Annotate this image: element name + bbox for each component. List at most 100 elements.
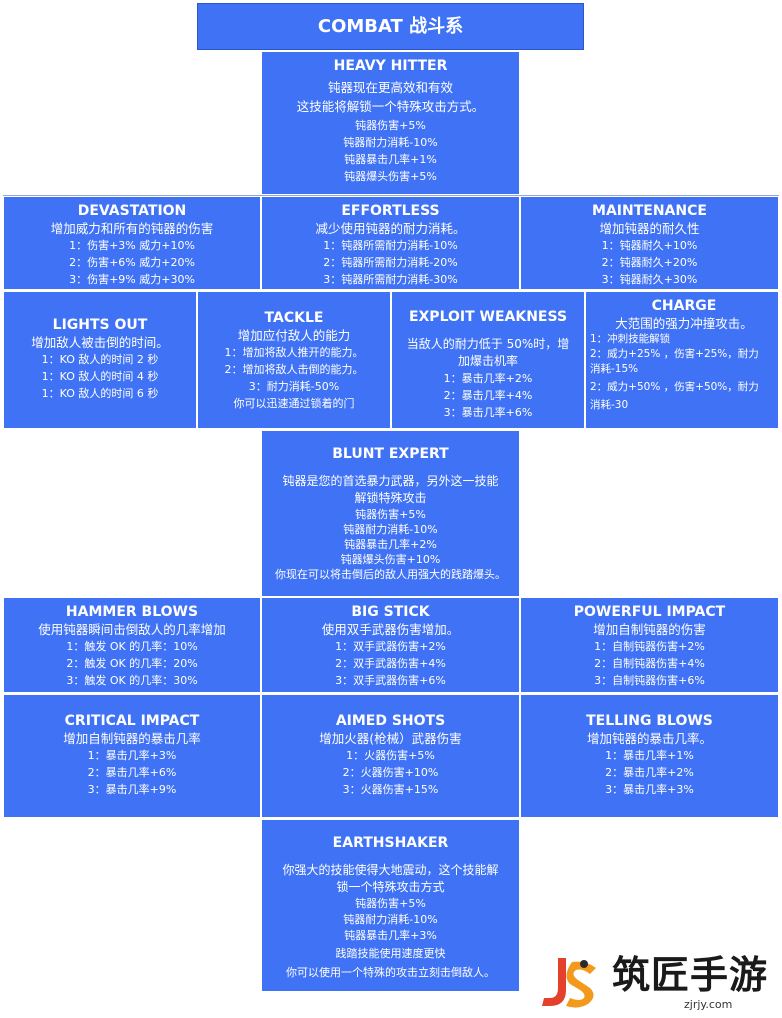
- skill-line: 1：自制钝器伤害+2%: [594, 640, 705, 653]
- skill-line: 消耗-30: [590, 399, 629, 411]
- skill-line: 钝器耐力消耗-10%: [343, 913, 438, 926]
- skill-line: 3：自制钝器伤害+6%: [594, 674, 705, 687]
- skill-desc: 增加威力和所有的钝器的伤害: [50, 221, 214, 236]
- skill-line: 2：暴击几率+4%: [443, 389, 533, 402]
- skill-line: 钝器爆头伤害+5%: [344, 170, 437, 183]
- skill-name: EARTHSHAKER: [332, 835, 449, 851]
- skill-lights-out: LIGHTS OUT 增加敌人被击倒的时间。 1：KO 敌人的时间 2 秒 1：…: [4, 292, 196, 428]
- skill-desc: 使用双手武器伤害增加。: [321, 622, 460, 637]
- skill-desc: 增加自制钝器的伤害: [593, 622, 706, 637]
- skill-desc: 当敌人的耐力低于 50%时，增: [406, 337, 570, 351]
- skill-name: CRITICAL IMPACT: [64, 713, 200, 729]
- skill-line: 3：耐力消耗-50%: [248, 380, 340, 393]
- skill-name: LIGHTS OUT: [52, 317, 148, 333]
- skill-line: 3：触发 OK 的几率：30%: [66, 674, 198, 687]
- skill-line: 2：伤害+6% 威力+20%: [69, 256, 195, 269]
- skill-desc: 锁一个特殊攻击方式: [336, 880, 445, 894]
- skill-devastation: DEVASTATION 增加威力和所有的钝器的伤害 1：伤害+3% 威力+10%…: [4, 197, 260, 289]
- skill-line: 3：火器伤害+15%: [342, 783, 439, 796]
- skill-line: 践踏技能使用速度更快: [335, 947, 446, 960]
- skill-line: 消耗-15%: [590, 363, 639, 375]
- skill-line: 钝器伤害+5%: [355, 119, 426, 132]
- skill-maintenance: MAINTENANCE 增加钝器的耐久性 1：钝器耐久+10% 2：钝器耐久+2…: [521, 197, 778, 289]
- skill-hammer-blows: HAMMER BLOWS 使用钝器瞬间击倒敌人的几率增加 1：触发 OK 的几率…: [4, 598, 260, 692]
- skill-line: 1：伤害+3% 威力+10%: [69, 239, 195, 252]
- skill-line: 3：暴击几率+3%: [605, 783, 694, 796]
- skill-name: MAINTENANCE: [592, 203, 707, 219]
- watermark-name: 筑匠手游: [612, 952, 769, 997]
- skill-line: 1：火器伤害+5%: [346, 749, 435, 762]
- skill-line: 2：暴击几率+6%: [87, 766, 177, 779]
- skill-desc: 减少使用钝器的耐力消耗。: [315, 221, 466, 236]
- skill-name: EXPLOIT WEAKNESS: [408, 309, 568, 325]
- skill-line: 钝器爆头伤害+10%: [340, 553, 441, 566]
- skill-name: POWERFUL IMPACT: [573, 604, 726, 620]
- skill-line: 1：KO 敌人的时间 4 秒: [41, 370, 159, 383]
- skill-name: DEVASTATION: [77, 203, 187, 219]
- skill-desc: 加爆击机率: [457, 354, 518, 368]
- skill-desc: 钝器是您的首选暴力武器，另外这一技能: [282, 474, 499, 488]
- watermark-url: zjrjy.com: [684, 998, 733, 1011]
- skill-line: 钝器暴击几率+3%: [344, 929, 437, 942]
- skill-name: HAMMER BLOWS: [65, 604, 199, 620]
- skill-line: 2：触发 OK 的几率：20%: [66, 657, 198, 670]
- skill-name: CHARGE: [651, 298, 717, 314]
- skill-line: 钝器耐力消耗-10%: [343, 136, 438, 149]
- skill-line: 2：增加将敌人击倒的能力。: [224, 363, 364, 376]
- skill-name: TELLING BLOWS: [586, 713, 713, 729]
- skill-name: BLUNT EXPERT: [332, 446, 449, 462]
- skill-name: TACKLE: [264, 310, 324, 326]
- skill-powerful-impact: POWERFUL IMPACT 增加自制钝器的伤害 1：自制钝器伤害+2% 2：…: [521, 598, 778, 692]
- skill-line: 3：暴击几率+9%: [87, 783, 177, 796]
- skill-critical-impact: CRITICAL IMPACT 增加自制钝器的暴击几率 1：暴击几率+3% 2：…: [4, 695, 260, 817]
- skill-desc: 你强大的技能使得大地震动，这个技能解: [282, 863, 499, 877]
- skill-line: 钝器伤害+5%: [355, 897, 426, 910]
- skill-line: 2：威力+25% ，伤害+25%，耐力: [590, 348, 759, 360]
- skill-desc: 使用钝器瞬间击倒敌人的几率增加: [38, 622, 226, 637]
- skill-tackle: TACKLE 增加应付敌人的能力 1：增加将敌人推开的能力。 2：增加将敌人击倒…: [198, 292, 390, 428]
- skill-line: 你现在可以将击倒后的敌人用强大的践踏爆头。: [275, 568, 506, 581]
- skill-line: 你可以使用一个特殊的攻击立刻击倒敌人。: [286, 966, 495, 979]
- skill-charge: CHARGE 大范围的强力冲撞攻击。 1：冲刺技能解锁 2：威力+25% ，伤害…: [586, 292, 778, 428]
- skill-line: 2：自制钝器伤害+4%: [594, 657, 705, 670]
- skill-line: 2：钝器耐久+20%: [601, 256, 698, 269]
- skill-line: 1：暴击几率+1%: [605, 749, 694, 762]
- skill-heavy-hitter: HEAVY HITTER 钝器现在更高效和有效 这技能将解锁一个特殊攻击方式。 …: [262, 52, 519, 194]
- skill-line: 1：增加将敌人推开的能力。: [224, 346, 364, 359]
- skill-name: EFFORTLESS: [341, 203, 440, 219]
- divider: [3, 195, 779, 196]
- skill-desc: 增加钝器的暴击几率。: [586, 731, 712, 746]
- skill-effortless: EFFORTLESS 减少使用钝器的耐力消耗。 1：钝器所需耐力消耗-10% 2…: [262, 197, 519, 289]
- logo-mark-icon: [542, 958, 596, 1008]
- skill-earthshaker: EARTHSHAKER 你强大的技能使得大地震动，这个技能解 锁一个特殊攻击方式…: [262, 820, 519, 991]
- skill-line: 2：火器伤害+10%: [342, 766, 439, 779]
- skill-desc: 增加火器(枪械）武器伤害: [319, 731, 462, 746]
- skill-line: 1：触发 OK 的几率：10%: [66, 640, 198, 653]
- skill-line: 钝器伤害+5%: [355, 508, 426, 521]
- skill-name: BIG STICK: [351, 604, 430, 620]
- skill-line: 1：暴击几率+2%: [443, 372, 533, 385]
- skill-big-stick: BIG STICK 使用双手武器伤害增加。 1：双手武器伤害+2% 2：双手武器…: [262, 598, 519, 692]
- skill-line: 1：双手武器伤害+2%: [335, 640, 446, 653]
- skill-desc: 增加敌人被击倒的时间。: [31, 335, 169, 350]
- skill-line: 1：KO 敌人的时间 2 秒: [41, 353, 159, 366]
- skill-desc: 增加应付敌人的能力: [237, 328, 351, 343]
- skill-desc: 这技能将解锁一个特殊攻击方式。: [296, 99, 485, 114]
- skill-name: HEAVY HITTER: [333, 58, 448, 74]
- skill-line: 1：暴击几率+3%: [87, 749, 177, 762]
- skill-desc: 钝器现在更高效和有效: [327, 80, 453, 95]
- skill-line: 2：威力+50% ，伤害+50%，耐力: [590, 381, 759, 393]
- skill-line: 2：钝器所需耐力消耗-20%: [323, 256, 458, 269]
- skill-line: 1：钝器耐久+10%: [601, 239, 698, 252]
- skill-desc: 解锁特殊攻击: [354, 491, 427, 505]
- watermark-logo: 筑匠手游 zjrjy.com: [536, 952, 776, 1014]
- skill-line: 1：冲刺技能解锁: [590, 333, 671, 345]
- skill-line: 钝器耐力消耗-10%: [343, 523, 438, 536]
- skill-line: 3：暴击几率+6%: [443, 406, 533, 419]
- skill-telling-blows: TELLING BLOWS 增加钝器的暴击几率。 1：暴击几率+1% 2：暴击几…: [521, 695, 778, 817]
- skill-line: 3：伤害+9% 威力+30%: [69, 273, 195, 286]
- skill-blunt-expert: BLUNT EXPERT 钝器是您的首选暴力武器，另外这一技能 解锁特殊攻击 钝…: [262, 431, 519, 596]
- skill-line: 3：钝器耐久+30%: [601, 273, 698, 286]
- skill-line: 3：钝器所需耐力消耗-30%: [323, 273, 458, 286]
- skill-line: 2：暴击几率+2%: [605, 766, 694, 779]
